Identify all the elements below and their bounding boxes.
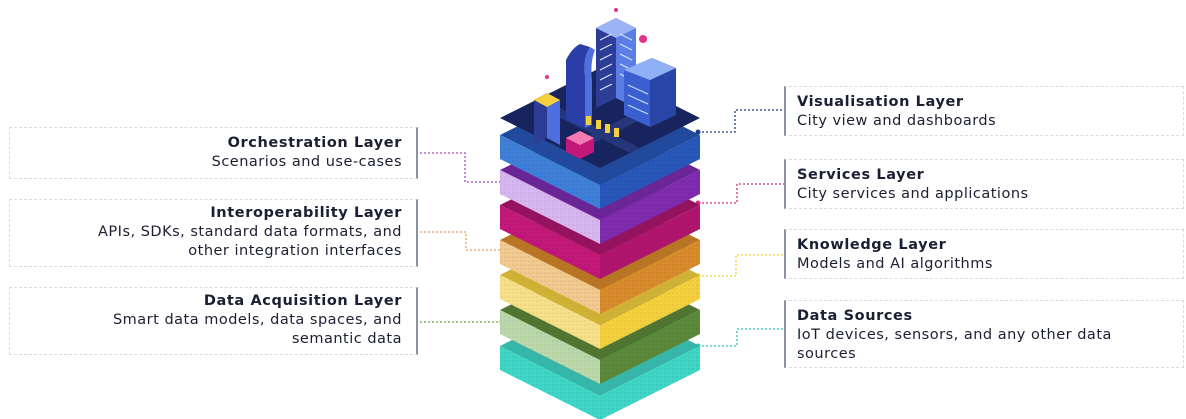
label-data-sources: Data Sources IoT devices, sensors, and a… xyxy=(784,300,1184,368)
location-pin-icon xyxy=(639,35,648,52)
visualisation-layer-title: Visualisation Layer xyxy=(797,94,964,110)
connector-knowledge xyxy=(698,254,784,277)
label-services-layer: Services Layer City services and applica… xyxy=(784,159,1184,209)
connector-orchestration xyxy=(416,152,502,183)
label-data-acquisition-layer: Data Acquisition Layer Smart data models… xyxy=(9,287,418,355)
data-sources-desc-line2: sources xyxy=(797,346,857,362)
services-layer-desc: City services and applications xyxy=(797,186,1029,202)
visualisation-layer-desc: City view and dashboards xyxy=(797,113,997,129)
data-acquisition-layer-desc-line2: semantic data xyxy=(291,331,402,347)
knowledge-layer-title: Knowledge Layer xyxy=(797,237,947,253)
data-sources-title: Data Sources xyxy=(797,308,913,324)
interoperability-layer-title: Interoperability Layer xyxy=(210,205,402,221)
curved-tower xyxy=(566,44,590,128)
label-visualisation-layer: Visualisation Layer City view and dashbo… xyxy=(784,86,1184,136)
knowledge-layer-desc: Models and AI algorithms xyxy=(797,256,993,272)
services-layer-title: Services Layer xyxy=(797,167,925,183)
connector-data-sources xyxy=(698,328,784,347)
data-acquisition-layer-desc-line1: Smart data models, data spaces, and xyxy=(112,312,402,328)
connector-services xyxy=(698,183,784,204)
interoperability-layer-desc-line2: other integration interfaces xyxy=(188,243,402,259)
label-interoperability-layer: Interoperability Layer APIs, SDKs, stand… xyxy=(9,199,418,267)
orchestration-layer-desc: Scenarios and use-cases xyxy=(211,154,402,170)
label-orchestration-layer: Orchestration Layer Scenarios and use-ca… xyxy=(9,127,418,179)
orchestration-layer-title: Orchestration Layer xyxy=(227,135,402,151)
interoperability-layer-desc-line1: APIs, SDKs, standard data formats, and xyxy=(98,224,402,240)
city-illustration xyxy=(500,8,700,168)
label-knowledge-layer: Knowledge Layer Models and AI algorithms xyxy=(784,229,1184,279)
data-sources-desc-line1: IoT devices, sensors, and any other data xyxy=(797,327,1112,343)
connector-interoperability xyxy=(416,231,505,251)
small-tower xyxy=(534,93,547,145)
layer-slabs xyxy=(500,85,700,419)
connector-visualisation xyxy=(698,109,784,133)
data-acquisition-layer-title: Data Acquisition Layer xyxy=(203,293,402,309)
tall-tower xyxy=(596,18,616,108)
